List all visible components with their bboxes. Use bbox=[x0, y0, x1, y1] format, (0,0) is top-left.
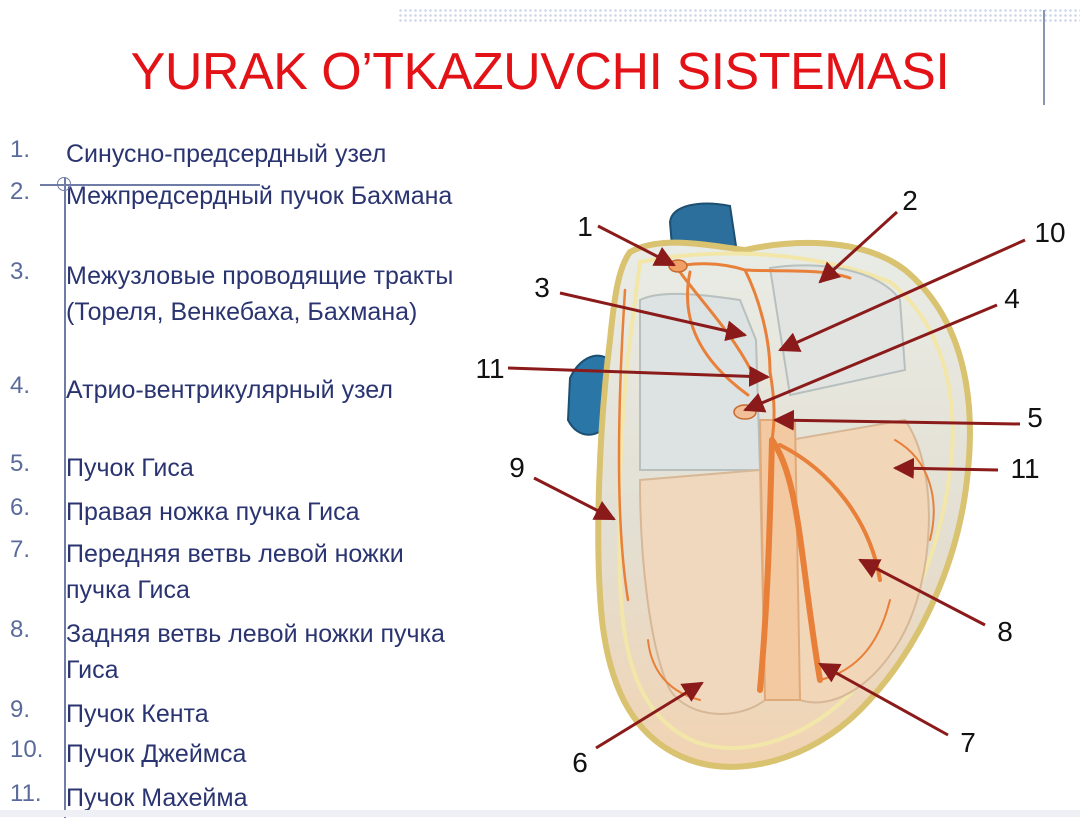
arrow-3 bbox=[559, 291, 748, 342]
legend-number: 11. bbox=[10, 780, 42, 807]
legend-text: Пучок Гиса bbox=[66, 454, 194, 482]
diagram-label-5: 5 bbox=[1027, 402, 1043, 433]
diagram-label-1: 1 bbox=[577, 211, 593, 242]
diagram-label-8: 8 bbox=[997, 616, 1013, 647]
left-atrium bbox=[768, 264, 907, 397]
kent-bundle-path bbox=[617, 288, 630, 602]
guide-line-horizontal bbox=[40, 184, 260, 186]
arrow-11b bbox=[892, 457, 999, 479]
arrow-10 bbox=[778, 238, 1026, 352]
right-atrium bbox=[639, 292, 762, 471]
diagram-label-9: 9 bbox=[509, 452, 525, 483]
legend-text: Пучок Кента bbox=[66, 700, 209, 728]
arrow-1 bbox=[597, 224, 676, 267]
legend-text: Атрио-вентрикулярный узел bbox=[66, 376, 393, 404]
mahaim-fibers bbox=[894, 439, 935, 541]
legend-text: Пучок Махейма bbox=[66, 784, 248, 812]
decorative-vertical-line bbox=[1043, 10, 1045, 105]
legend-number: 8. bbox=[10, 616, 31, 643]
guide-line-vertical bbox=[64, 178, 66, 818]
arrow-4 bbox=[743, 303, 998, 413]
guide-handle-circle bbox=[57, 177, 71, 191]
diagram-label-11a: 11 bbox=[475, 353, 504, 384]
arrow-7 bbox=[818, 662, 949, 737]
left-anterior-branch-path bbox=[769, 437, 823, 683]
his-bundle-path bbox=[768, 370, 776, 442]
diagram-label-11b: 11 bbox=[1010, 453, 1039, 484]
diagram-label-10: 10 bbox=[1034, 217, 1065, 248]
internodal-tract-path bbox=[743, 268, 772, 374]
legend-number: 3. bbox=[10, 258, 31, 285]
sinoatrial-node bbox=[668, 259, 688, 273]
legend-text: Задняя ветвь левой ножки пучка Гиса bbox=[66, 620, 445, 684]
bottom-strip bbox=[0, 810, 1080, 817]
legend-text: Правая ножка пучка Гиса bbox=[66, 498, 360, 526]
legend-number: 2. bbox=[10, 178, 31, 205]
legend-number: 7. bbox=[10, 536, 31, 563]
legend-number: 5. bbox=[10, 450, 31, 477]
arrow-8 bbox=[858, 558, 986, 627]
legend-text: Межузловые проводящие тракты (Тореля, Ве… bbox=[66, 262, 454, 326]
right-bundle-branch-path bbox=[757, 437, 775, 693]
conduction-pathways bbox=[617, 262, 935, 701]
legend-number: 4. bbox=[10, 372, 31, 399]
legend-number: 10. bbox=[10, 736, 44, 763]
arrow-9 bbox=[533, 476, 616, 521]
diagram-label-6: 6 bbox=[572, 747, 588, 778]
legend-number: 6. bbox=[10, 494, 31, 521]
right-ventricle bbox=[638, 468, 767, 715]
legend-text: Пучок Джеймса bbox=[66, 740, 247, 768]
legend-number: 9. bbox=[10, 696, 31, 723]
diagram-label-7: 7 bbox=[960, 727, 976, 758]
label-arrows bbox=[507, 210, 1026, 750]
heart-diagram: 1 2 3 4 5 6 7 8 9 10 11 11 bbox=[475, 185, 1065, 778]
internodal-tract-path bbox=[686, 270, 750, 397]
arrow-2 bbox=[818, 210, 899, 284]
legend-text: Межпредсердный пучок Бахмана bbox=[66, 182, 453, 210]
arrow-6 bbox=[595, 681, 704, 750]
arrow-11a bbox=[507, 365, 771, 387]
diagram-label-3: 3 bbox=[534, 272, 550, 303]
page-title: YURAK O’TKAZUVCHI SISTEMASI bbox=[130, 43, 950, 101]
legend-text: Передняя ветвь левой ножки пучка Гиса bbox=[66, 540, 404, 604]
legend-text: Синусно-предсердный узел bbox=[66, 140, 387, 168]
top-dotted-pattern bbox=[398, 8, 1080, 24]
diagram-label-4: 4 bbox=[1004, 283, 1020, 314]
legend-number: 1. bbox=[10, 136, 31, 163]
arrow-5 bbox=[772, 409, 1021, 431]
diagram-label-2: 2 bbox=[902, 185, 918, 216]
